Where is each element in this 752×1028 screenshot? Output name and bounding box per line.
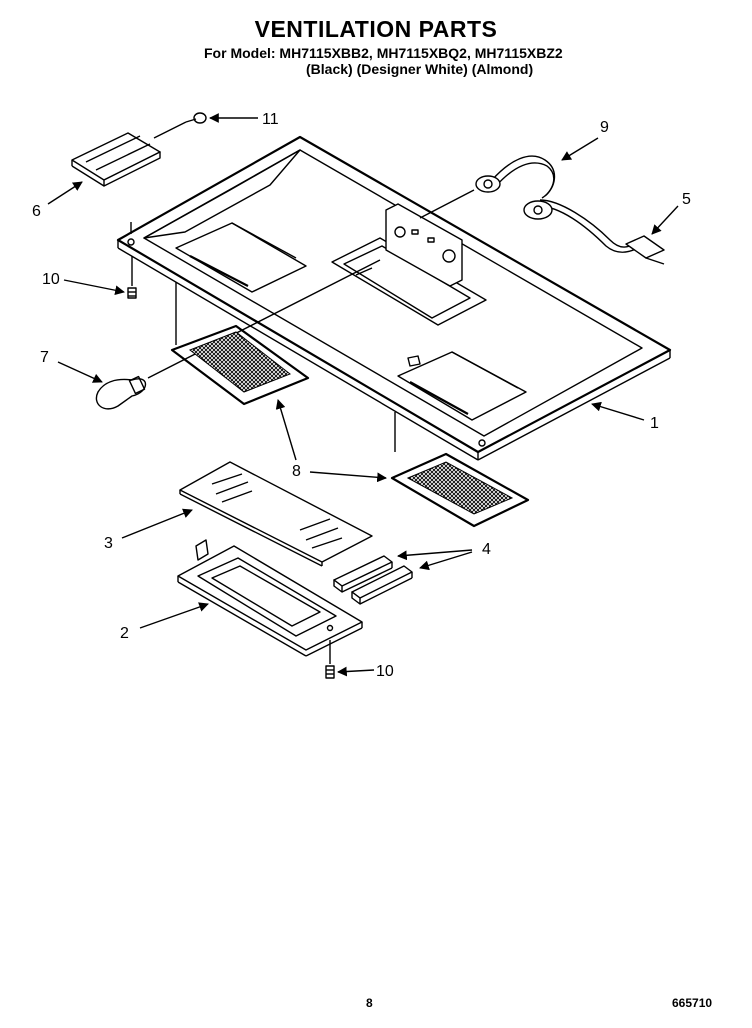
- grease-filter-part-8-right: [390, 452, 530, 528]
- callout-2: 2: [120, 625, 129, 642]
- callout-9: 9: [600, 119, 609, 136]
- model-numbers: For Model: MH7115XBB2, MH7115XBQ2, MH711…: [204, 45, 563, 61]
- bracket-part-6: [71, 132, 161, 187]
- light-cover-part-2: [177, 539, 363, 657]
- page-title: VENTILATION PARTS: [254, 16, 498, 42]
- callout-11: 11: [262, 111, 279, 128]
- light-bulb-part-7: [95, 259, 381, 410]
- callout-5: 5: [682, 191, 691, 208]
- callout-3: 3: [104, 535, 113, 552]
- document-code: 665710: [672, 996, 713, 1010]
- light-lens-part-3: [179, 461, 373, 567]
- vent-panel-part-1: [116, 135, 672, 461]
- callout-10-upper: 10: [42, 271, 60, 288]
- screw-part-10-lower: [325, 640, 335, 679]
- screw-part-10-upper: [127, 256, 137, 299]
- page-number: 8: [366, 996, 373, 1010]
- clip-part-4-lower: [351, 565, 413, 605]
- clip-part-4-upper: [333, 555, 393, 593]
- callout-7: 7: [40, 349, 49, 366]
- callout-4: 4: [482, 541, 491, 558]
- callout-8: 8: [292, 463, 301, 480]
- connector-part-5: [625, 235, 665, 265]
- model-color-variants: (Black) (Designer White) (Almond): [306, 61, 534, 77]
- screw-part-11: [153, 112, 207, 139]
- grease-filter-part-8-left: [170, 324, 310, 406]
- callout-1: 1: [650, 415, 659, 432]
- leader-arrows: [47, 113, 679, 677]
- callout-10-lower: 10: [376, 663, 394, 680]
- callout-6: 6: [32, 203, 41, 220]
